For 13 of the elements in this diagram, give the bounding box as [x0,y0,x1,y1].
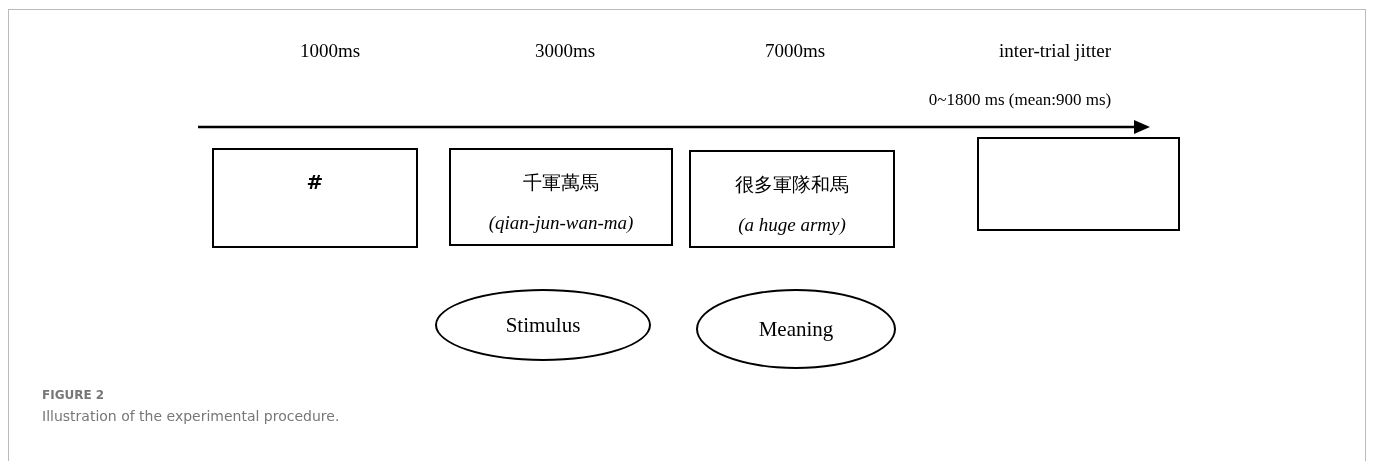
duration-label: 1000ms [299,40,361,62]
duration-value: 0~1800 ms (mean:900 ms) [928,90,1112,110]
duration-label: 3000ms [534,40,596,62]
phase-ellipse: Stimulus [435,289,651,361]
figure-number: FIGURE 2 [42,388,105,402]
caption: Illustration of the experimental procedure. [42,408,340,424]
duration-label: 7000ms [764,40,826,62]
fixation-box: # [212,148,418,248]
stimulus-box: 千軍萬馬 (qian-jun-wan-ma) [449,148,673,246]
duration-label: inter-trial jitter [999,40,1111,62]
meaning-box: 很多軍隊和馬 (a huge army) [689,150,895,248]
phase-ellipse: Meaning [696,289,896,369]
blank-screen-box [977,137,1180,231]
